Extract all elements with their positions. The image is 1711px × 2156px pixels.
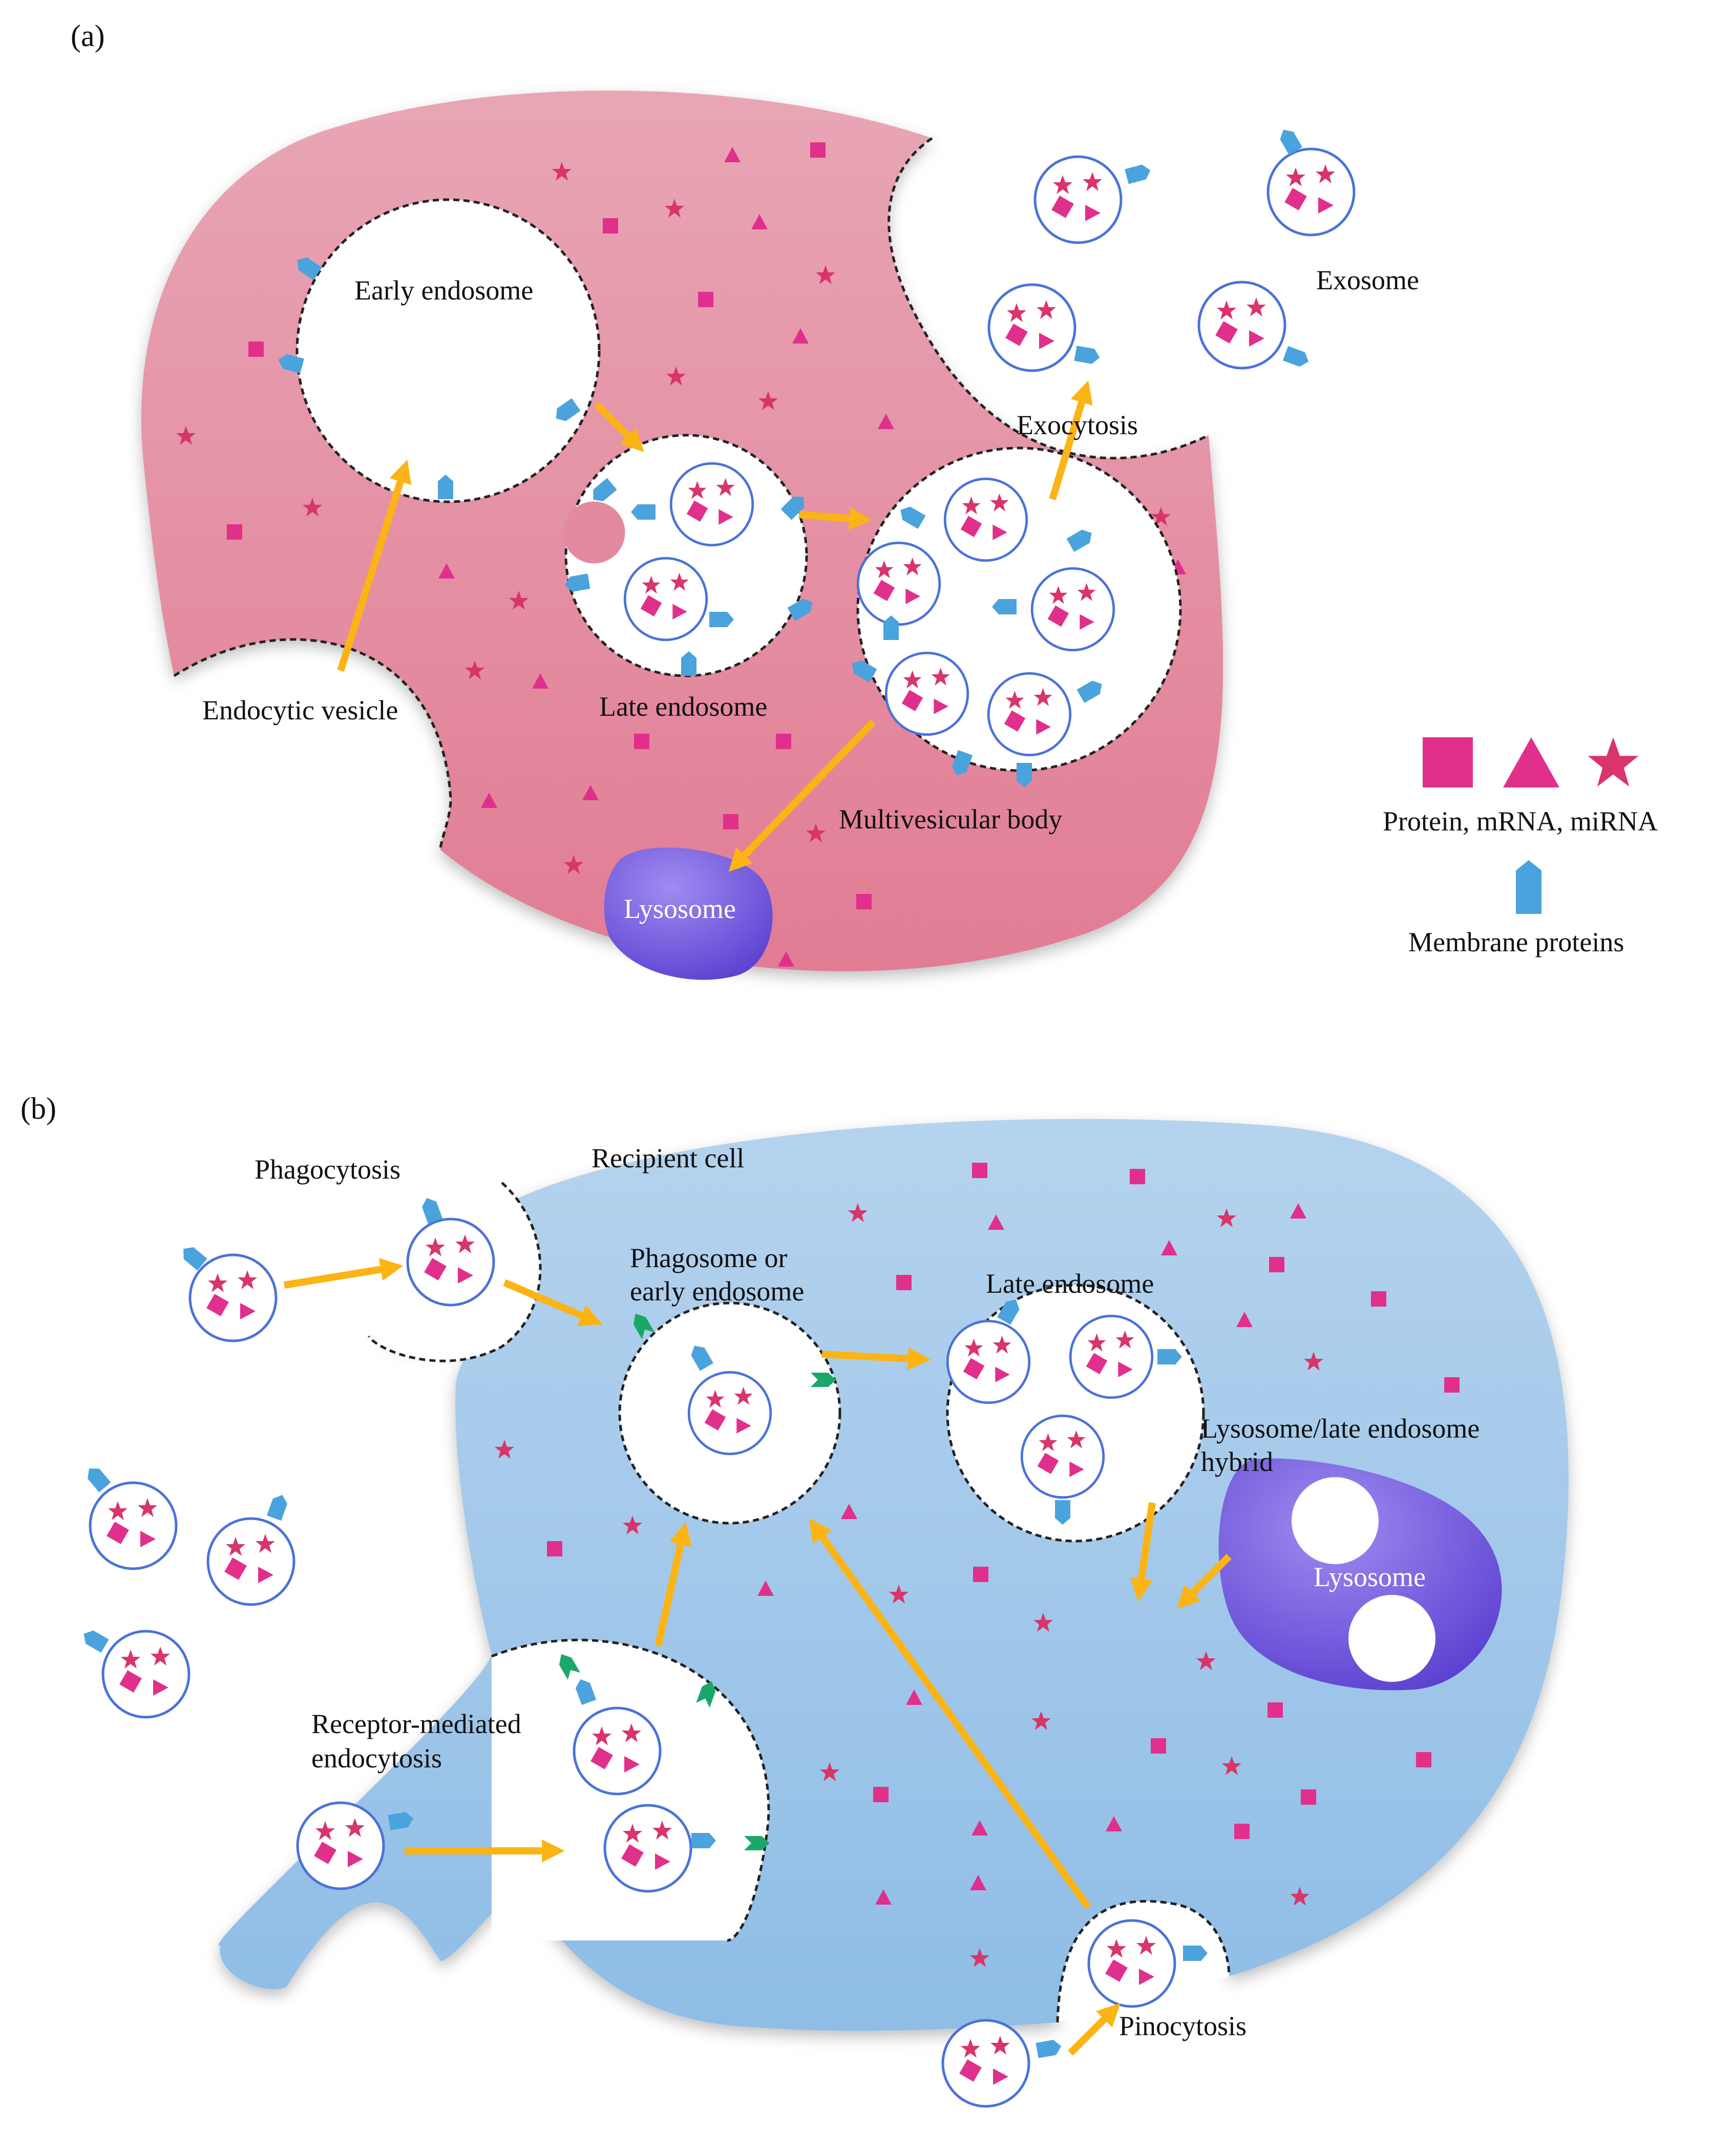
endocytic-vesicle-pit	[173, 638, 452, 850]
label-early-endosome: Early endosome	[354, 275, 533, 306]
legend-star	[1588, 737, 1639, 787]
legend-cargo-label: Protein, mRNA, miRNA	[1383, 806, 1658, 837]
label-exocytosis: Exocytosis	[1017, 410, 1138, 440]
label-phagosome-line2: early endosome	[630, 1276, 804, 1307]
label-lysosome-a: Lysosome	[624, 893, 736, 924]
label-exosome: Exosome	[1316, 265, 1419, 295]
label-late-endosome-a: Late endosome	[599, 691, 767, 722]
label-receptor-line2: endocytosis	[311, 1743, 442, 1774]
label-receptor-line1: Receptor-mediated	[311, 1709, 521, 1739]
legend-square	[1423, 737, 1473, 787]
legend-membrane-protein-icon	[1516, 860, 1541, 914]
label-lysosome-b: Lysosome	[1314, 1562, 1426, 1592]
label-phagosome-line1: Phagosome or	[630, 1243, 787, 1273]
legend: Protein, mRNA, miRNA Membrane proteins	[1383, 737, 1658, 957]
legend-membrane-label: Membrane proteins	[1408, 927, 1624, 957]
legend-triangle	[1503, 737, 1559, 787]
arrows-b	[283, 1258, 1232, 2056]
label-hybrid-line2: hybrid	[1201, 1446, 1273, 1477]
lysosome-vacuole-1	[1292, 1477, 1379, 1564]
panel-b-tag: (b)	[20, 1092, 56, 1125]
panel-a-tag: (a)	[71, 19, 105, 53]
label-phagocytosis: Phagocytosis	[255, 1154, 400, 1185]
secreted-exosomes	[989, 125, 1354, 371]
label-hybrid-line1: Lysosome/late endosome	[1201, 1413, 1480, 1444]
label-endocytic-vesicle: Endocytic vesicle	[202, 695, 398, 725]
early-endosome	[295, 198, 601, 503]
label-recipient-cell: Recipient cell	[592, 1143, 744, 1173]
lysosome-a	[604, 847, 773, 980]
exocytosis-pit	[888, 137, 1210, 460]
label-late-endosome-b: Late endosome	[986, 1268, 1154, 1299]
receptor-pit-outline	[491, 1638, 770, 1942]
arrows-a	[337, 380, 1093, 872]
label-pinocytosis: Pinocytosis	[1119, 2011, 1247, 2041]
lysosome-vacuole-2	[1348, 1595, 1435, 1682]
label-multivesicular-body: Multivesicular body	[839, 804, 1062, 835]
pinocytosis-pit-outline	[1056, 1899, 1231, 2023]
budding-vesicle	[563, 501, 625, 564]
